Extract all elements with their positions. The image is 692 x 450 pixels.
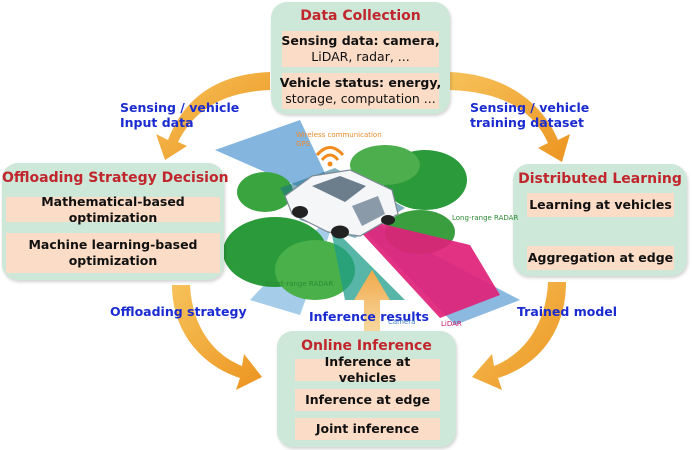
flow-trained-model: Trained model	[517, 304, 618, 319]
sensing-line-1: Sensing data: camera,	[281, 33, 440, 48]
flow-input-line-2: Input data	[120, 115, 194, 130]
label-gps: GPS	[296, 140, 311, 148]
flow-offloading-strategy: Offloading strategy	[110, 304, 247, 319]
camera-beam	[330, 225, 405, 300]
inference-vehicles-label: Inference at vehicles	[324, 354, 411, 385]
learning-vehicles-label: Learning at vehicles	[529, 197, 672, 212]
math-optimization-label: Mathematical-based optimization	[41, 193, 185, 225]
car-icon	[280, 168, 405, 239]
sensing-data-item: Sensing data: camera, LiDAR, radar, ...	[281, 31, 440, 67]
arrow-data-to-learning	[450, 72, 570, 162]
math-optimization-item: Mathematical-based optimization	[6, 194, 220, 225]
flow-input-data: Sensing / vehicle Input data	[120, 100, 239, 130]
aggregation-edge-label: Aggregation at edge	[527, 250, 674, 265]
data-collection-title: Data Collection	[300, 8, 421, 24]
flow-training-line-1: Sensing / vehicle	[470, 100, 590, 115]
flow-input-line-1: Sensing / vehicle	[120, 100, 240, 115]
inference-edge-label: Inference at edge	[305, 392, 430, 407]
offloading-panel: Offloading Strategy Decision Mathematica…	[2, 163, 229, 280]
label-short-range: Short-range RADAR	[265, 280, 334, 288]
radar-lobe	[237, 172, 293, 212]
ml-optimization-item: Machine learning-based optimization	[6, 233, 220, 273]
lidar-beam	[345, 215, 500, 318]
inference-vehicles-item: Inference at vehicles	[295, 354, 440, 385]
wifi-wave	[315, 146, 345, 157]
online-inference-title: Online Inference	[301, 338, 432, 354]
learning-vehicles-item: Learning at vehicles	[527, 193, 674, 217]
status-line-2: storage, computation ...	[285, 91, 436, 106]
inference-edge-item: Inference at edge	[295, 389, 440, 411]
label-lidar: LiDAR	[441, 320, 462, 328]
distributed-title: Distributed Learning	[518, 171, 682, 187]
arrow-learning-to-inference	[472, 282, 566, 390]
online-inference-panel: Online Inference Inference at vehicles I…	[277, 331, 456, 447]
status-line-1: Vehicle status: energy,	[279, 75, 442, 90]
flow-inference-results: Inference results	[309, 309, 429, 324]
radar-lobe	[350, 145, 420, 185]
ml-optimization-label-1: Machine learning-based	[28, 237, 198, 252]
vehicle-status-item: Vehicle status: energy, storage, computa…	[279, 73, 442, 109]
aggregation-edge-item: Aggregation at edge	[527, 246, 674, 270]
offloading-title: Offloading Strategy Decision	[2, 170, 229, 186]
radar-lobe	[275, 240, 355, 300]
joint-inference-item: Joint inference	[295, 418, 440, 440]
arrow-data-to-offloading	[156, 72, 270, 160]
sensing-line-2: LiDAR, radar, ...	[311, 49, 410, 64]
flow-training-line-2: training dataset	[470, 115, 584, 130]
arrow-inference-results	[354, 270, 390, 332]
label-wireless: Wireless communication	[296, 131, 382, 139]
distributed-learning-panel: Distributed Learning Learning at vehicle…	[513, 164, 687, 276]
wifi-dot	[327, 161, 333, 167]
data-collection-panel: Data Collection Sensing data: camera, Li…	[271, 2, 450, 114]
label-camera: Camera	[388, 318, 416, 326]
wifi-icon	[320, 153, 340, 161]
arrow-offloading-to-inference	[172, 285, 262, 390]
label-long-range: Long-range RADAR	[452, 214, 519, 222]
joint-inference-label: Joint inference	[315, 421, 420, 436]
ml-optimization-label-2: optimization	[68, 253, 158, 268]
flow-training-dataset: Sensing / vehicle training dataset	[470, 100, 589, 130]
